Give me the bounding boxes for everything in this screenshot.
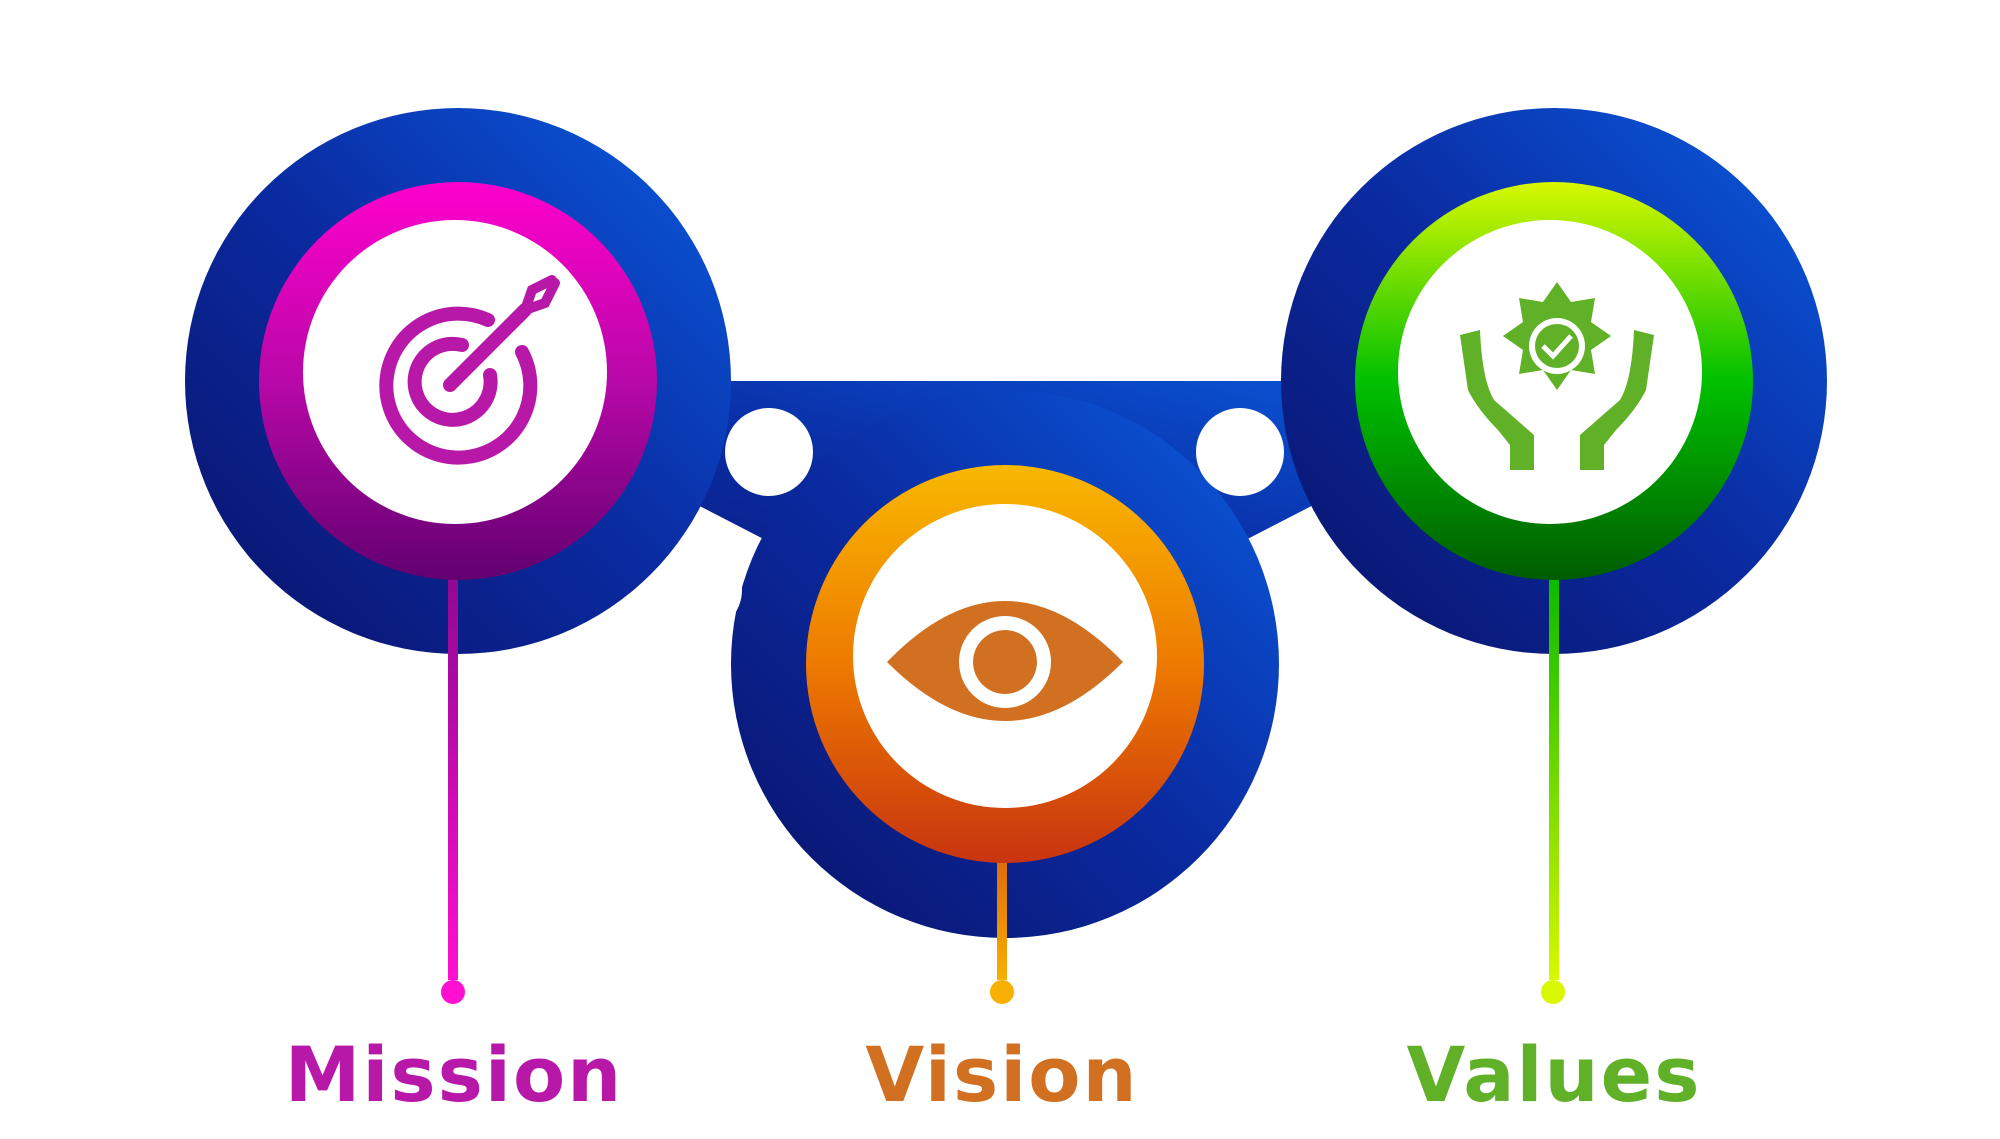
mission-node [259,182,657,1004]
vision-node [806,465,1204,1004]
vision-connector-dot [990,980,1014,1004]
values-node [1355,182,1753,1004]
target-arrow-icon [379,275,560,465]
vision-label: Vision [865,1030,1139,1119]
hands-badge-check-icon [1460,282,1654,470]
values-label: Values [1406,1030,1702,1119]
vision-connector-line [997,840,1007,980]
values-connector-line [1549,560,1559,980]
mission-connector-dot [441,980,465,1004]
mission-connector-line [448,560,458,980]
eye-icon [887,601,1123,721]
mission-label: Mission [284,1030,624,1119]
values-connector-dot [1541,980,1565,1004]
